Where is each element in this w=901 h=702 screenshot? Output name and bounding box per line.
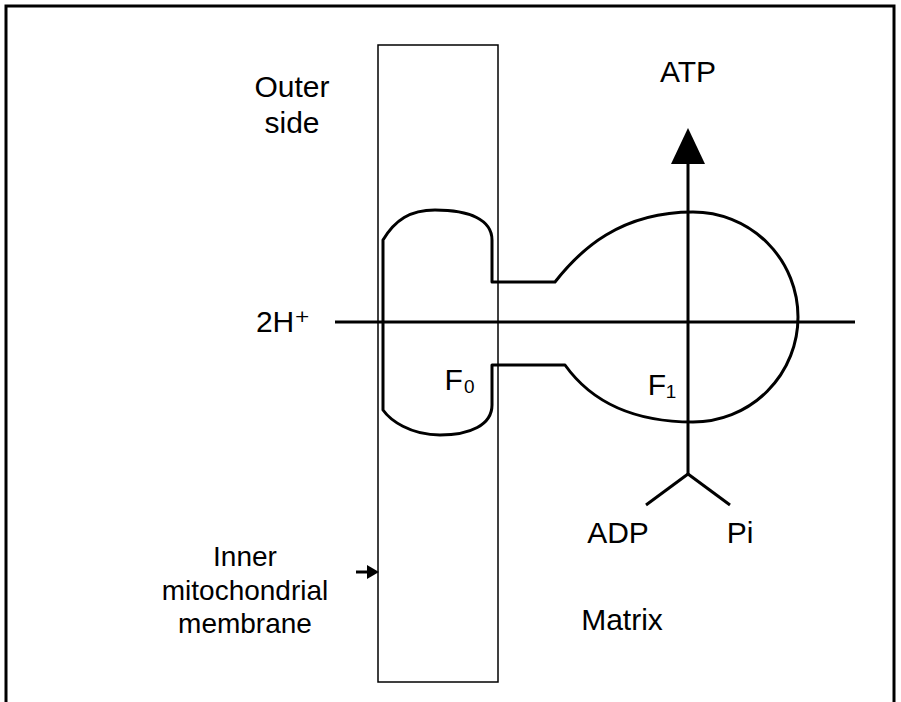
region-label: Matrix [581,602,663,638]
substrate-label: ADP [587,515,649,551]
branch-line [646,474,688,505]
side-label: Outer side [227,69,357,141]
synthase-outline [378,205,802,440]
subunit-label: F₀ [445,362,476,398]
product-label: ATP [660,54,716,90]
proton-path [335,321,855,324]
arrow-head [671,128,705,164]
frame [6,6,894,702]
branch-line [688,474,730,505]
membrane-band [378,45,498,682]
subunit-label: F₁ [648,367,676,403]
membrane-label: Inner mitochondrial membrane [138,540,353,641]
reaction-line [687,160,690,475]
substrate-label: Pi [727,515,754,551]
ion-label: 2H⁺ [256,304,310,340]
synthase-outline-path [383,210,798,435]
leader-arrow [367,565,379,579]
atp-synthase: F₀ F₁ [378,205,802,440]
